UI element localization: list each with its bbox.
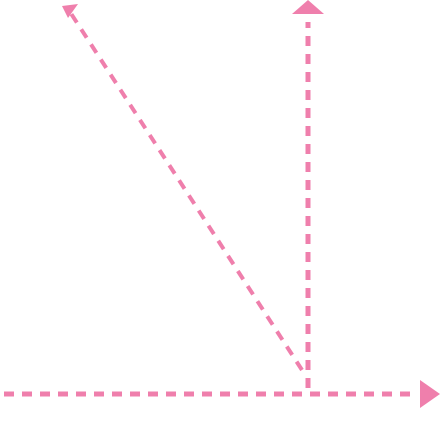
up-arrowhead xyxy=(292,0,324,14)
right-arrowhead xyxy=(420,380,440,408)
diagonal-dashed-line xyxy=(68,10,304,372)
diagonal-arrowhead xyxy=(62,4,78,18)
